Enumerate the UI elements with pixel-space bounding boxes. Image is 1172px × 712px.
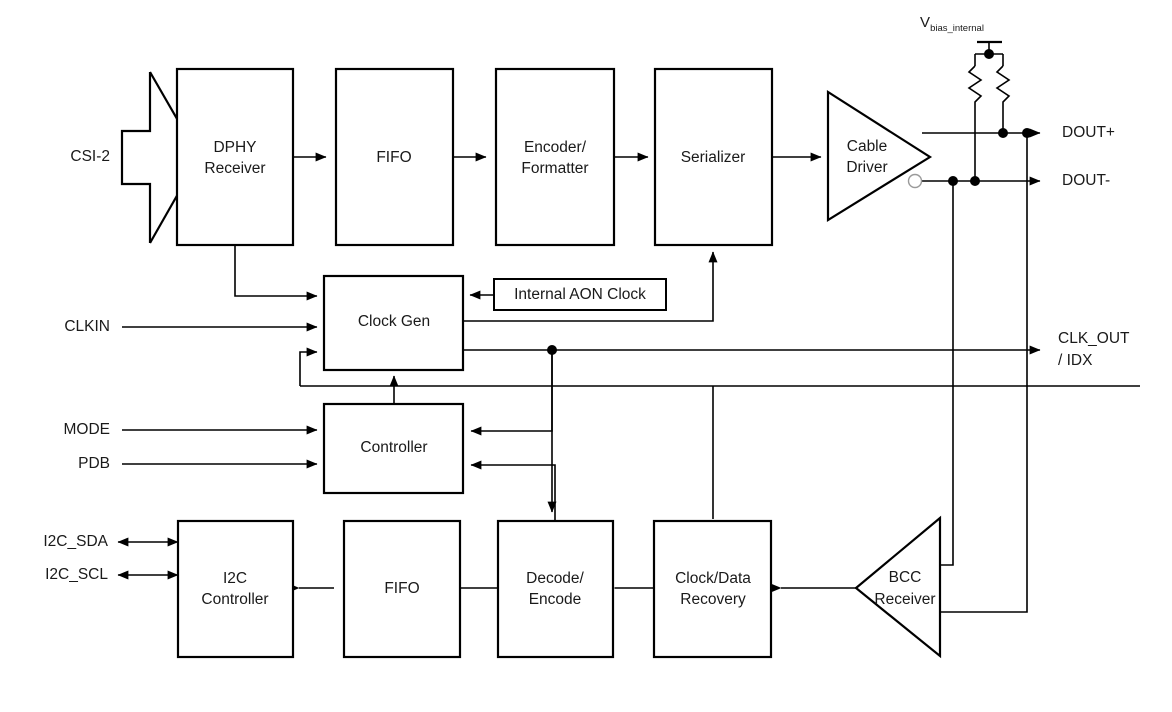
block-dphy-label-2: Receiver <box>204 160 265 177</box>
port-label-dout-minus: DOUT- <box>1062 172 1110 189</box>
block-cdr-label-1: Clock/Data <box>675 570 751 587</box>
wire-clockgen-to-serializer <box>463 251 718 322</box>
port-label-pdb: PDB <box>78 455 110 472</box>
block-encoder-label-2: Formatter <box>521 160 588 177</box>
block-i2c-label-2: Controller <box>201 591 268 608</box>
block-internal-aon-clock[interactable]: Internal AON Clock <box>493 278 667 311</box>
block-fifo-top-label: FIFO <box>376 149 411 166</box>
block-serializer-label: Serializer <box>681 149 746 166</box>
block-cdr-label-2: Recovery <box>680 591 746 608</box>
block-controller[interactable]: Controller <box>322 402 465 495</box>
port-label-csi2: CSI-2 <box>70 148 110 165</box>
port-label-dout-plus: DOUT+ <box>1062 124 1115 141</box>
amp-bcc-label-1: BCC <box>889 569 922 586</box>
amplifier-bcc-receiver[interactable]: BCC Receiver <box>854 515 942 659</box>
amplifier-cable-driver[interactable]: Cable Driver <box>826 89 933 222</box>
block-fifo-bottom-label: FIFO <box>384 580 419 597</box>
csi2-funnel <box>120 72 152 243</box>
resistor-zigzag-icon-2 <box>995 65 1011 108</box>
inverting-bubble-icon <box>907 173 923 189</box>
block-decode-label-2: Encode <box>529 591 582 608</box>
block-aon-label: Internal AON Clock <box>514 286 646 303</box>
block-serializer[interactable]: Serializer <box>653 67 774 247</box>
block-i2c-label-1: I2C <box>223 570 247 587</box>
wire-decodebus-to-controller <box>470 460 556 520</box>
port-label-clkout-2: / IDX <box>1058 352 1093 369</box>
wire-doutn-to-bcc <box>940 181 954 566</box>
block-clockgen-label: Clock Gen <box>358 313 430 330</box>
wire-feedback-to-clockgen <box>299 347 318 386</box>
block-fifo-top[interactable]: FIFO <box>334 67 455 247</box>
block-dphy-receiver[interactable]: DPHY Receiver <box>175 67 295 247</box>
supply-label-vbias: Vbias_internal <box>920 14 984 34</box>
block-decode-encode[interactable]: Decode/ Encode <box>496 519 615 659</box>
port-label-mode: MODE <box>64 421 111 438</box>
junction-dot-icon-doutn-r1 <box>970 176 980 186</box>
block-fifo-bottom[interactable]: FIFO <box>342 519 462 659</box>
port-label-clkin: CLKIN <box>64 318 110 335</box>
supply-label-main: V <box>920 14 930 31</box>
junction-dot-icon-vbias <box>984 49 994 59</box>
junction-dot-icon-doutp-r2 <box>998 128 1008 138</box>
amp-bcc-label-2: Receiver <box>874 591 935 608</box>
port-label-i2c-sda: I2C_SDA <box>43 533 108 550</box>
junction-dot-icon-doutn-bcc <box>948 176 958 186</box>
block-clock-data-recovery[interactable]: Clock/Data Recovery <box>652 519 773 659</box>
wire-doutp-to-bcc <box>940 133 1028 613</box>
port-label-clkout-1: CLK_OUT <box>1058 330 1130 347</box>
amp-cable-driver-label-1: Cable <box>847 138 888 155</box>
block-clock-gen[interactable]: Clock Gen <box>322 274 465 372</box>
block-encoder-label-1: Encoder/ <box>524 139 587 156</box>
supply-label-sub: bias_internal <box>930 23 984 34</box>
junction-dot-icon-doutp-bcc <box>1022 128 1032 138</box>
block-controller-label: Controller <box>360 439 427 456</box>
junction-dot-icon-clkoutbus <box>547 345 557 355</box>
block-encoder-formatter[interactable]: Encoder/ Formatter <box>494 67 616 247</box>
block-decode-label-1: Decode/ <box>526 570 584 587</box>
wire-dphy-to-clockgen <box>234 245 318 301</box>
resistor-zigzag-icon-1 <box>967 65 983 108</box>
wire-clkoutbus-to-controller <box>470 350 553 436</box>
svg-text:Vbias_internal: Vbias_internal <box>920 14 984 34</box>
amp-cable-driver-label-2: Driver <box>846 159 887 176</box>
port-label-i2c-scl: I2C_SCL <box>45 566 108 583</box>
block-dphy-label-1: DPHY <box>213 139 256 156</box>
block-i2c-controller[interactable]: I2C Controller <box>176 519 295 659</box>
